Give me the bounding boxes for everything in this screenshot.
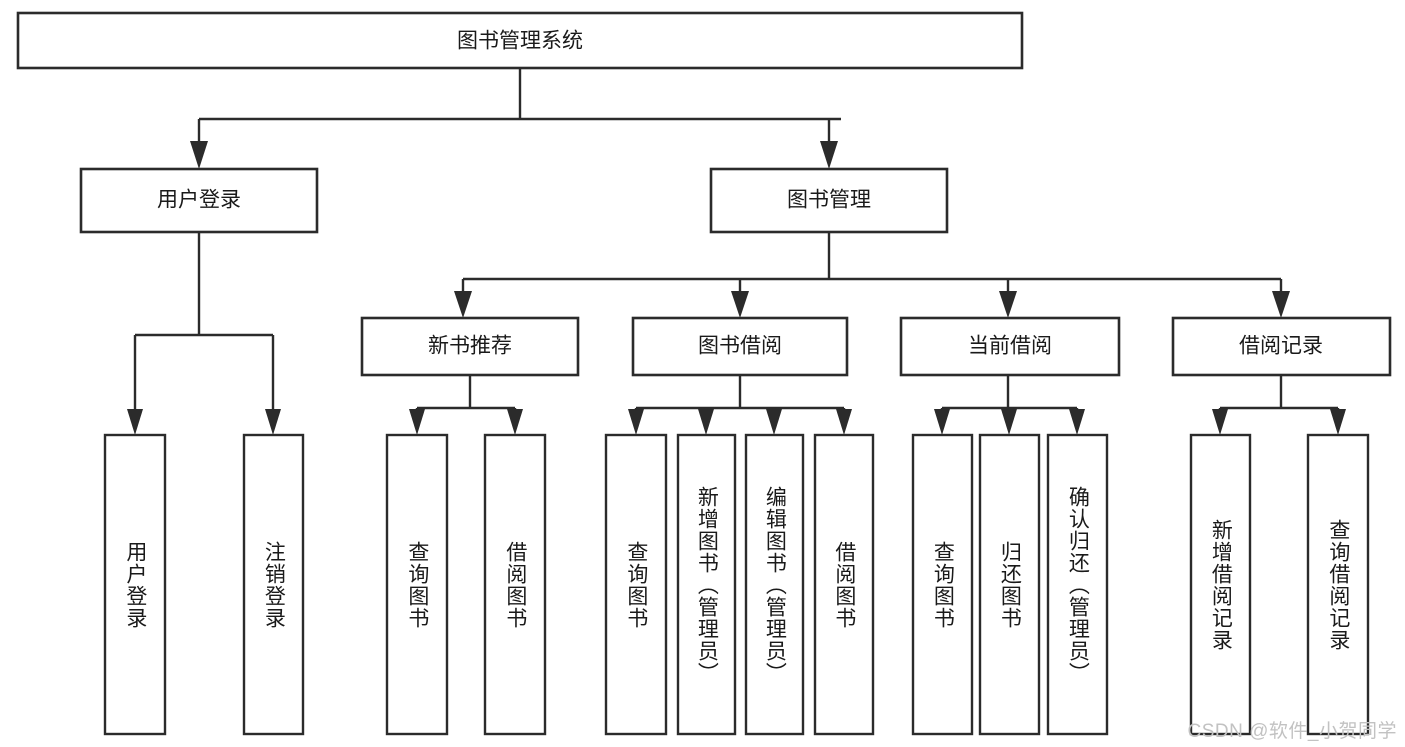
leaf-box-add-book[interactable] [676,433,737,736]
node-borrow-record-box[interactable] [1171,316,1392,377]
leaf-box-query-book-1[interactable] [385,433,449,736]
leaf-box-query-book-2[interactable] [604,433,668,736]
node-book-manage-box[interactable] [709,167,949,234]
arrow-head-leaf-edit-book [766,409,782,435]
leaf-box-user-login[interactable] [103,433,167,736]
node-current-borrow-label: 当前借阅 [968,335,1052,358]
node-new-book-recommend-label: 新书推荐 [428,335,512,358]
node-root[interactable]: 图书管理系统 [16,11,1024,70]
node-user-login-box[interactable] [79,167,319,234]
arrow-head-new-book-recommend [454,291,472,318]
arrow-head-leaf-user-login [127,409,143,435]
node-root-box[interactable] [16,11,1024,70]
arrow-head-leaf-borrow-book-1 [507,409,523,435]
leaf-box-layer [103,433,1370,736]
leaf-box-borrow-book-1[interactable] [483,433,547,736]
leaf-box-add-record[interactable] [1189,433,1252,736]
node-book-borrow[interactable]: 图书借阅 [631,316,849,377]
node-book-manage-label: 图书管理 [787,189,871,212]
leaf-box-borrow-book-2[interactable] [813,433,875,736]
node-book-borrow-box[interactable] [631,316,849,377]
arrow-head-current-borrow [999,291,1017,318]
node-current-borrow[interactable]: 当前借阅 [899,316,1121,377]
node-current-borrow-box[interactable] [899,316,1121,377]
leaf-box-edit-book[interactable] [744,433,805,736]
arrow-head-leaf-query-record [1330,409,1346,435]
arrow-head-book-manage [820,141,838,169]
arrow-head-book-borrow [731,291,749,318]
node-book-borrow-label: 图书借阅 [698,335,782,358]
arrow-head-leaf-query-book-1 [409,409,425,435]
arrow-head-leaf-logout [265,409,281,435]
arrow-head-borrow-record [1272,291,1290,318]
leaf-box-confirm-return[interactable] [1046,433,1109,736]
arrow-head-leaf-borrow-book-2 [836,409,852,435]
arrow-head-leaf-query-book-3 [934,409,950,435]
arrow-head-leaf-return-book [1001,409,1017,435]
node-book-manage[interactable]: 图书管理 [709,167,949,234]
connector-layer [127,68,1346,435]
node-user-login-label: 用户登录 [157,189,241,212]
node-root-label: 图书管理系统 [457,30,583,53]
leaf-box-query-record[interactable] [1306,433,1370,736]
node-new-book-recommend[interactable]: 新书推荐 [360,316,580,377]
leaf-box-logout[interactable] [242,433,305,736]
arrow-head-leaf-add-book [698,409,714,435]
arrow-head-leaf-add-record [1212,409,1228,435]
node-new-book-recommend-box[interactable] [360,316,580,377]
node-borrow-record-label: 借阅记录 [1239,335,1323,358]
arrow-head-leaf-query-book-2 [628,409,644,435]
node-borrow-record[interactable]: 借阅记录 [1171,316,1392,377]
leaf-box-query-book-3[interactable] [911,433,974,736]
node-user-login[interactable]: 用户登录 [79,167,319,234]
arrow-head-leaf-confirm-return [1069,409,1085,435]
leaf-box-return-book[interactable] [978,433,1041,736]
arrow-head-user-login [190,141,208,169]
